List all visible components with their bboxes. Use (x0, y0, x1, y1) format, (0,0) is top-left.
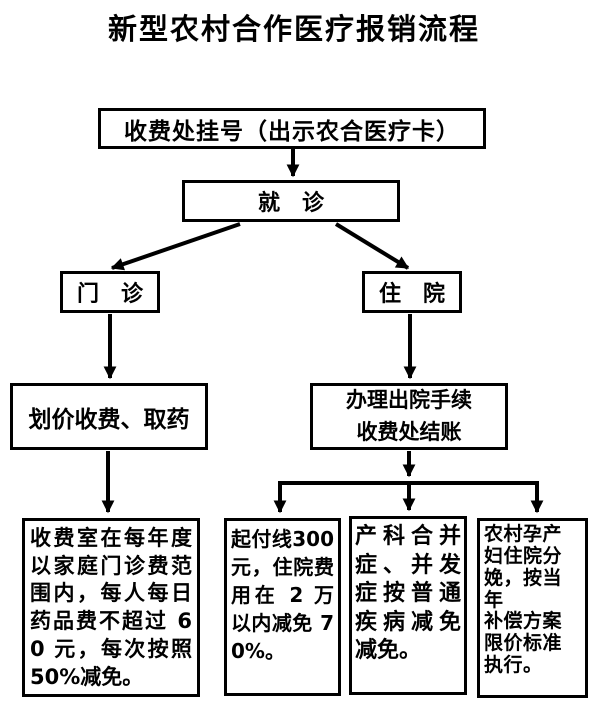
register-box: 收费处挂号（出示农合医疗卡） (98, 108, 486, 149)
visit-box: 就 诊 (182, 180, 400, 222)
outpatient-policy-box: 收费室在每年度以家庭门诊费范围内，每人每日药品费不超过 60 元，每次按照 50… (22, 518, 200, 697)
pricing-dispensing-box: 划价收费、取药 (10, 383, 208, 450)
maternity-policy-box: 农村孕产 妇住院分 娩，按当年 补偿方案 限价标准 执行。 (477, 518, 588, 698)
discharge-settlement-box: 办理出院手续 收费处结账 (310, 383, 508, 450)
inpatient-box: 住 院 (362, 271, 462, 313)
arrow-visit-to-inpatient (334, 222, 410, 270)
arrow-visit-to-outpatient (110, 222, 241, 271)
flowchart-title: 新型农村合作医疗报销流程 (107, 12, 480, 46)
outpatient-box: 门 诊 (60, 271, 160, 313)
deductible-policy-box: 起付线300元，住院费用在 2 万以内减免 70%。 (224, 518, 341, 696)
obstetric-policy-box: 产科合并症、并发症按普通疾病减免减免。 (349, 516, 467, 695)
